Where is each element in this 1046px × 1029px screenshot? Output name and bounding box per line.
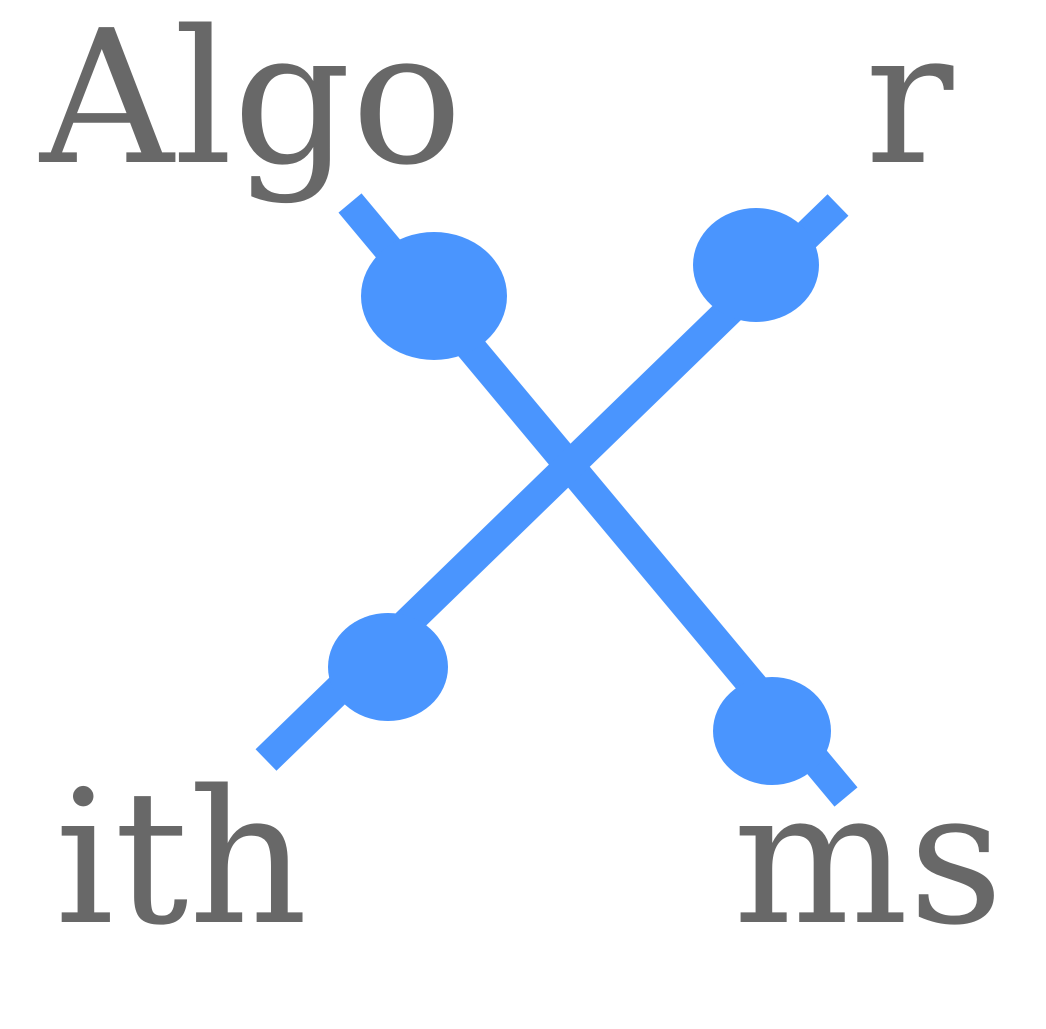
node-top-right xyxy=(693,208,819,322)
logo-text-ms: ms xyxy=(733,750,1003,966)
node-bottom-right xyxy=(713,677,831,785)
logo-text-ith: ith xyxy=(55,750,308,966)
logo-text-r: r xyxy=(865,0,954,206)
node-top-left xyxy=(361,232,507,360)
node-bottom-left xyxy=(328,613,448,721)
logo-text-algo: Algo xyxy=(38,0,463,206)
